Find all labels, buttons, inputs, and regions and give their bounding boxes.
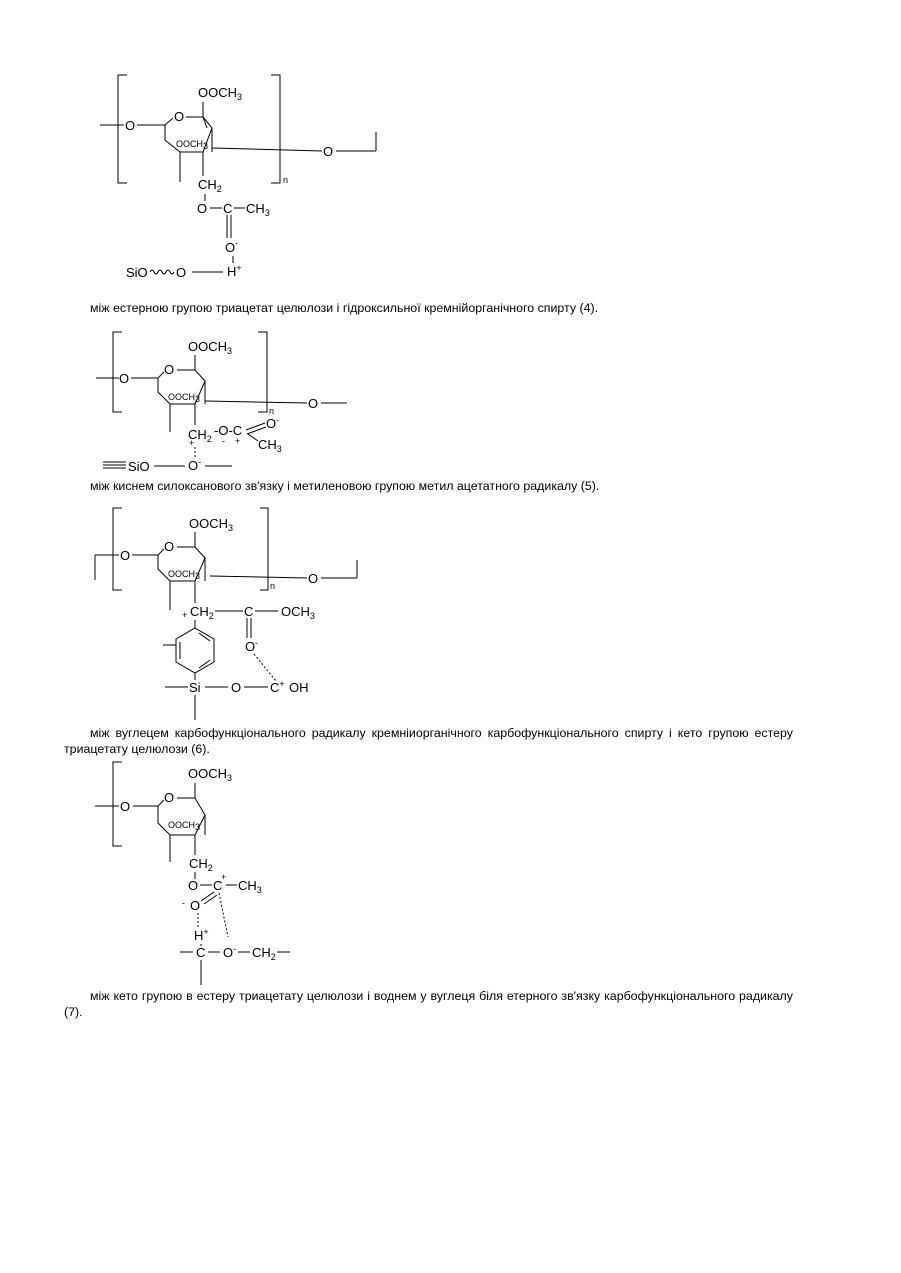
ester-o: O [188, 878, 198, 893]
ch2-b: CH2 [252, 945, 276, 962]
caption-7: між кето групою в естеру триацетату целю… [64, 988, 793, 1020]
charge-plus: + [221, 872, 226, 882]
structure-7: O O OOCH3 OOCH3 CH2 O C + CH3 - O H+ C O… [0, 0, 901, 990]
ooch3-top: OOCH3 [188, 766, 232, 783]
carbon: C [196, 945, 205, 960]
ether-o: O- [223, 944, 236, 960]
inner-ooch3: OOCH3 [168, 820, 200, 832]
glycosidic-o-left: O [120, 799, 130, 814]
ch3: CH3 [238, 878, 262, 895]
hydrogen-plus: H+ [194, 927, 209, 943]
ring-oxygen: O [164, 790, 174, 805]
keto-o: O [190, 898, 200, 913]
o-minus-sign: - [182, 898, 185, 908]
ch2: CH2 [189, 856, 213, 873]
